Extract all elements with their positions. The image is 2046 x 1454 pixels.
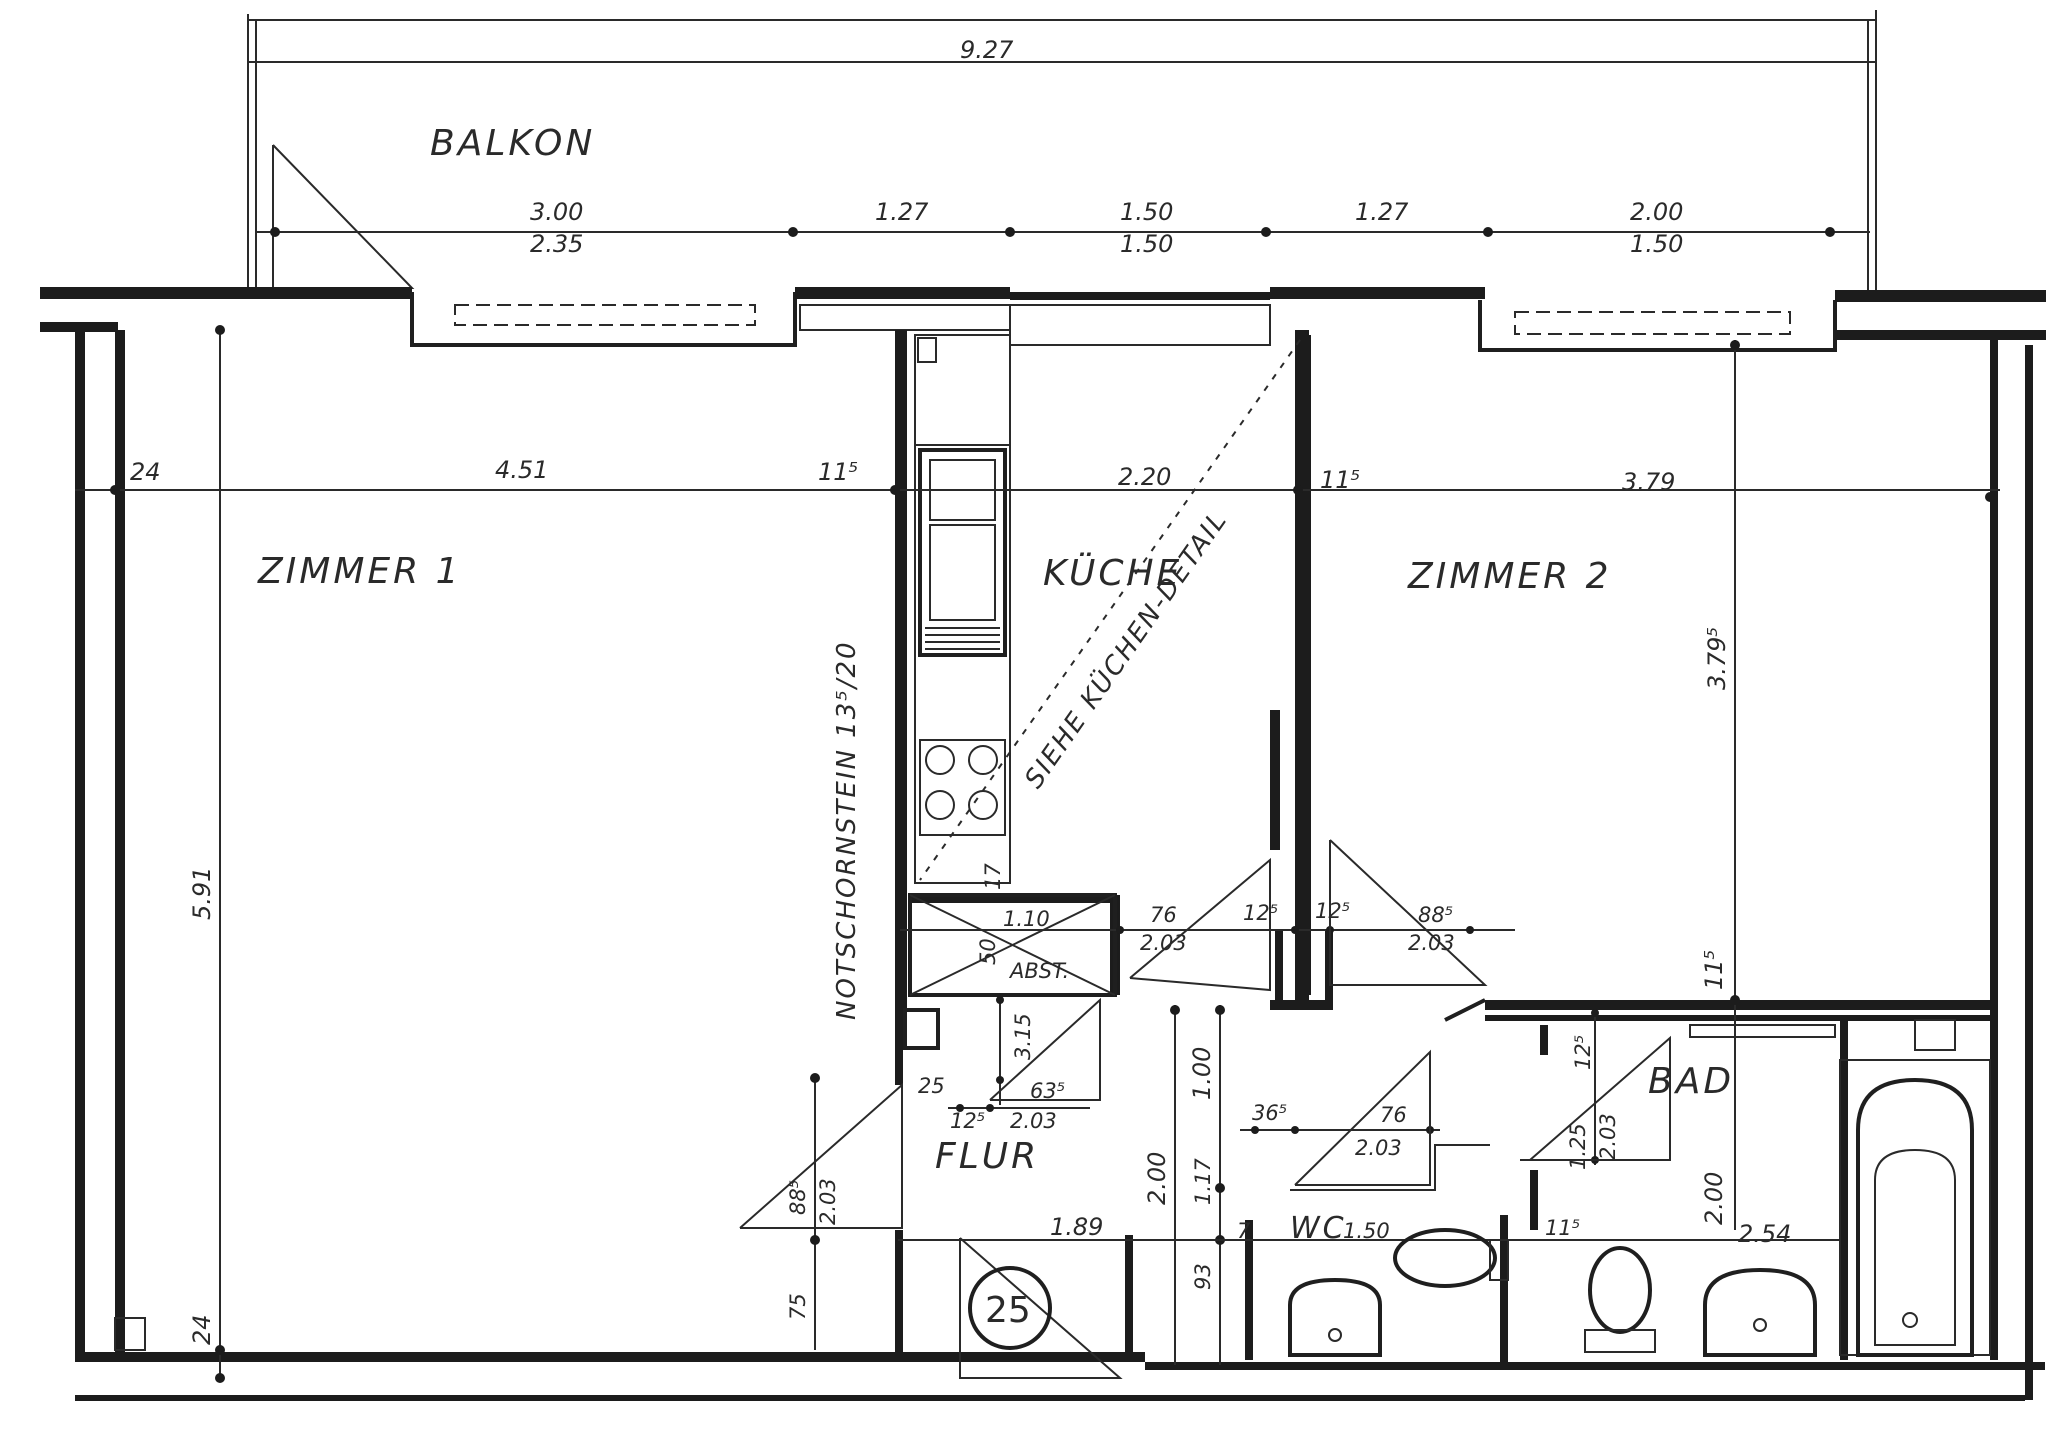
wc-label: WC [1290, 1211, 1347, 1246]
unit-number: 25 [985, 1290, 1031, 1331]
dim-f-200: 2.00 [1143, 1152, 1171, 1205]
dim-b-254: 2.54 [1738, 1220, 1791, 1248]
dim-seg3-top: 1.50 [1120, 198, 1173, 226]
dim-f-117: 1.17 [1191, 1158, 1215, 1205]
dim-f-100: 1.00 [1188, 1047, 1216, 1100]
dim-f-7: 7 [1237, 1219, 1251, 1243]
dim-seg3-bot: 1.50 [1120, 230, 1173, 258]
dim-b-115: 11⁵ [1545, 1216, 1580, 1240]
dim-k-203a: 2.03 [1140, 931, 1187, 955]
interior-walls [895, 330, 1995, 1365]
dim-wc-365: 36⁵ [1252, 1101, 1287, 1125]
dimension-lines [75, 325, 2000, 1383]
hall-label: FLUR [935, 1136, 1039, 1177]
dim-seg2: 1.27 [875, 198, 929, 226]
dim-seg5-top: 2.00 [1630, 198, 1683, 226]
balcony-ticks [270, 227, 1835, 237]
dim-b-203: 2.03 [1596, 1113, 1620, 1160]
dim-seg1-bot: 2.35 [530, 230, 583, 258]
dim-f-885: 88⁵ [786, 1180, 810, 1215]
outer-walls [40, 287, 2046, 1401]
dim-room1-depth: 5.91 [188, 867, 216, 920]
dim-h-125c: 12⁵ [950, 1109, 985, 1133]
door-swings [739, 839, 1671, 1379]
dim-room1-width: 4.51 [495, 456, 548, 484]
dim-d-885a: 88⁵ [1418, 903, 1453, 927]
dim-kitchen-width: 2.20 [1118, 463, 1171, 491]
dim-wall-bottom: 24 [188, 1314, 216, 1345]
chimney-label: NOTSCHORNSTEIN 13⁵/20 [832, 640, 862, 1020]
dim-k-17: 17 [981, 863, 1005, 890]
kitchen-fittings [903, 334, 1117, 1050]
room1-label: ZIMMER 1 [257, 551, 462, 592]
dim-seg4: 1.27 [1355, 198, 1409, 226]
balcony [247, 10, 1877, 295]
room2-label: ZIMMER 2 [1407, 556, 1612, 597]
dim-f-75: 75 [786, 1293, 810, 1320]
dim-w-125b: 12⁵ [1315, 899, 1350, 923]
dim-k-50: 50 [976, 938, 1000, 965]
dim-room2-wall: 11⁵ [1700, 950, 1728, 990]
dim-h-203c: 2.03 [1010, 1109, 1057, 1133]
sanitary-fittings [114, 1019, 1991, 1357]
dim-b-125d: 1.25 [1566, 1123, 1590, 1170]
dim-wc-76: 76 [1380, 1103, 1407, 1127]
dim-room2-depth: 3.79⁵ [1703, 627, 1731, 690]
balcony-label: BALKON [430, 123, 595, 164]
dim-h-25: 25 [918, 1074, 945, 1098]
dim-h-315: 3.15 [1011, 1013, 1035, 1060]
bath-label: BAD [1648, 1061, 1734, 1102]
dim-wall-k2: 11⁵ [1320, 466, 1360, 494]
dim-w-125a: 12⁵ [1243, 901, 1278, 925]
dim-wall-left: 24 [130, 458, 161, 486]
dim-h-635: 63⁵ [1030, 1079, 1065, 1103]
dim-f-189: 1.89 [1050, 1213, 1103, 1241]
shaft-label: ABST. [1008, 959, 1069, 983]
dim-b-125: 12⁵ [1571, 1035, 1595, 1070]
dim-seg1-top: 3.00 [530, 198, 583, 226]
kitchen-note-label: SIEHE KÜCHEN-DETAIL [1018, 504, 1234, 794]
dim-seg5-bot: 1.50 [1630, 230, 1683, 258]
dim-k-76a: 76 [1150, 903, 1177, 927]
dim-wc-150: 1.50 [1343, 1219, 1390, 1243]
sink-lines [925, 627, 1000, 650]
kitchen-label: KÜCHE [1043, 552, 1182, 594]
dim-balcony-width: 9.27 [960, 36, 1014, 64]
dim-f-203d: 2.03 [816, 1178, 840, 1225]
dim-f-93: 93 [1191, 1263, 1215, 1290]
dim-b-200: 2.00 [1700, 1172, 1728, 1225]
dim-d-203b: 2.03 [1408, 931, 1455, 955]
dim-wc-203: 2.03 [1355, 1136, 1402, 1160]
dim-k-110: 1.10 [1003, 907, 1050, 931]
dim-room2-width: 3.79 [1622, 468, 1675, 496]
dim-wall-k1: 11⁵ [818, 458, 858, 486]
